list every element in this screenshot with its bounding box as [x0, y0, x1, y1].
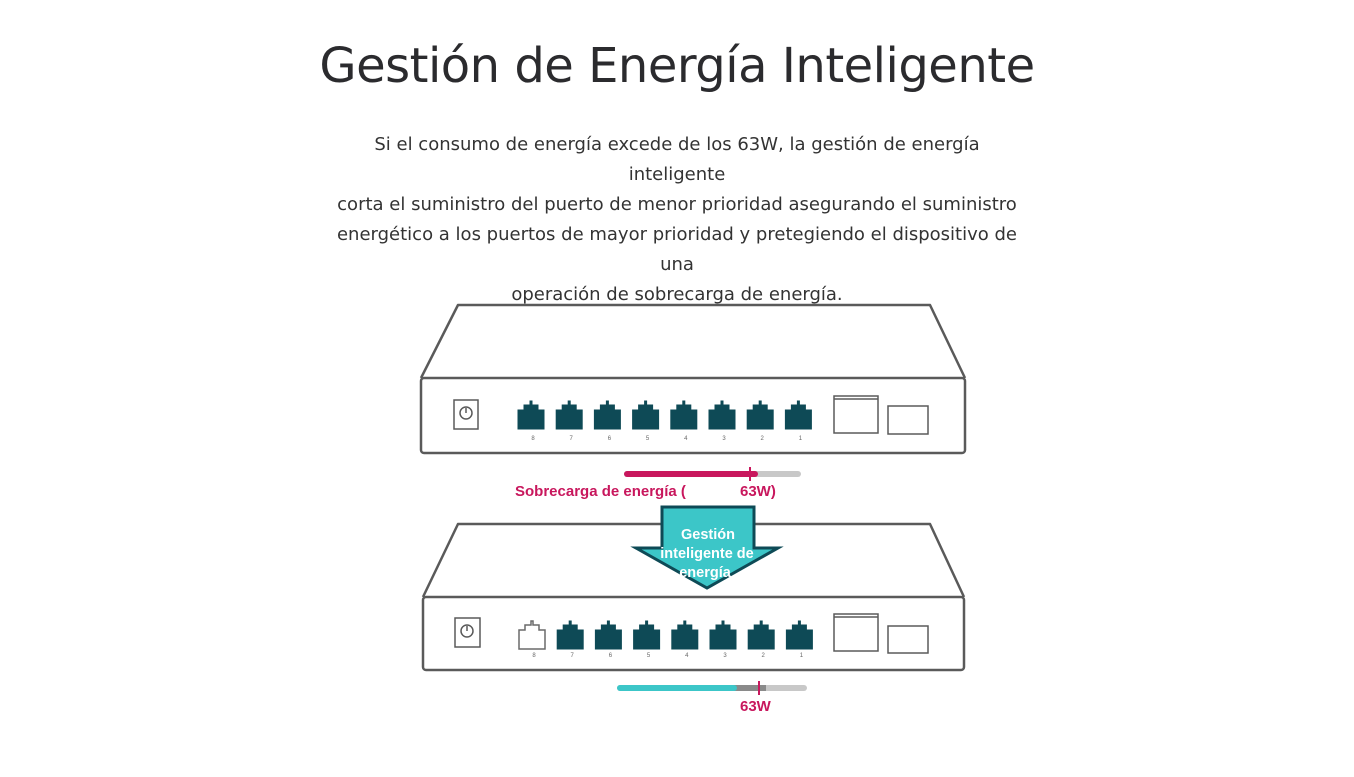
down-arrow-icon — [630, 505, 784, 590]
power-jack-top — [453, 399, 479, 430]
port-8-top — [517, 400, 545, 430]
port-number-8-top: 8 — [531, 436, 535, 442]
port-number-6-bottom: 6 — [609, 653, 613, 659]
port-number-2-bottom: 2 — [762, 653, 766, 659]
power-jack-bottom — [454, 617, 481, 648]
overload-bar — [624, 467, 801, 481]
arrow-label-line-3: energía — [679, 565, 732, 581]
description-line-4: operación de sobrecarga de energía. — [511, 284, 843, 305]
port-6-bottom — [594, 620, 622, 650]
arrow-label-line-1: Gestión — [681, 527, 735, 543]
port-7-top — [555, 400, 583, 430]
port-number-6-top: 6 — [608, 436, 612, 442]
ports-bottom — [518, 620, 813, 650]
description-line-3: energético a los puertos de mayor priori… — [336, 224, 1018, 275]
port-4-top — [670, 400, 698, 430]
port-1-bottom — [785, 620, 813, 650]
overload-limit-label: 63W) — [740, 483, 776, 500]
port-5-top — [632, 400, 660, 430]
page-title: Gestión de Energía Inteligente — [319, 38, 1035, 94]
managed-power-bar — [617, 681, 807, 695]
switch-top-front — [419, 376, 967, 455]
power-management-arrow: Gestión inteligente de energía — [630, 505, 784, 590]
port-number-8-bottom: 8 — [532, 653, 536, 659]
sfp-slots-bottom — [833, 613, 929, 654]
port-number-7-top: 7 — [570, 436, 574, 442]
port-4-bottom — [671, 620, 699, 650]
port-7-bottom — [556, 620, 584, 650]
port-number-1-top: 1 — [799, 436, 803, 442]
port-3-top — [708, 400, 736, 430]
port-number-7-bottom: 7 — [571, 653, 575, 659]
port-2-top — [746, 400, 774, 430]
switch-top — [419, 303, 967, 455]
port-2-bottom — [747, 620, 775, 650]
port-number-4-top: 4 — [684, 436, 688, 442]
overload-label: Sobrecarga de energía ( — [515, 483, 686, 500]
port-number-5-bottom: 5 — [647, 653, 651, 659]
port-number-5-top: 5 — [646, 436, 650, 442]
description-line-2: corta el suministro del puerto de menor … — [337, 194, 1017, 215]
page-description: Si el consumo de energía excede de los 6… — [327, 130, 1027, 310]
port-number-3-bottom: 3 — [723, 653, 727, 659]
port-5-bottom — [633, 620, 661, 650]
sfp-slots-top — [833, 395, 929, 435]
port-numbers-top: 8 7 6 5 4 3 2 1 — [531, 436, 802, 442]
port-number-2-top: 2 — [761, 436, 765, 442]
port-6-top — [593, 400, 621, 430]
port-number-4-bottom: 4 — [685, 653, 689, 659]
arrow-label-line-2: inteligente de — [660, 546, 753, 562]
managed-limit-label: 63W — [740, 698, 772, 715]
switch-top-lid — [419, 303, 967, 379]
port-8-bottom — [518, 620, 546, 650]
port-numbers-bottom: 8 7 6 5 4 3 2 1 — [532, 653, 803, 659]
port-1-top — [784, 400, 812, 430]
ports-top — [517, 400, 812, 430]
port-number-1-bottom: 1 — [800, 653, 804, 659]
port-number-3-top: 3 — [722, 436, 726, 442]
description-line-1: Si el consumo de energía excede de los 6… — [374, 134, 980, 185]
switch-bottom-front — [421, 595, 966, 672]
port-3-bottom — [709, 620, 737, 650]
